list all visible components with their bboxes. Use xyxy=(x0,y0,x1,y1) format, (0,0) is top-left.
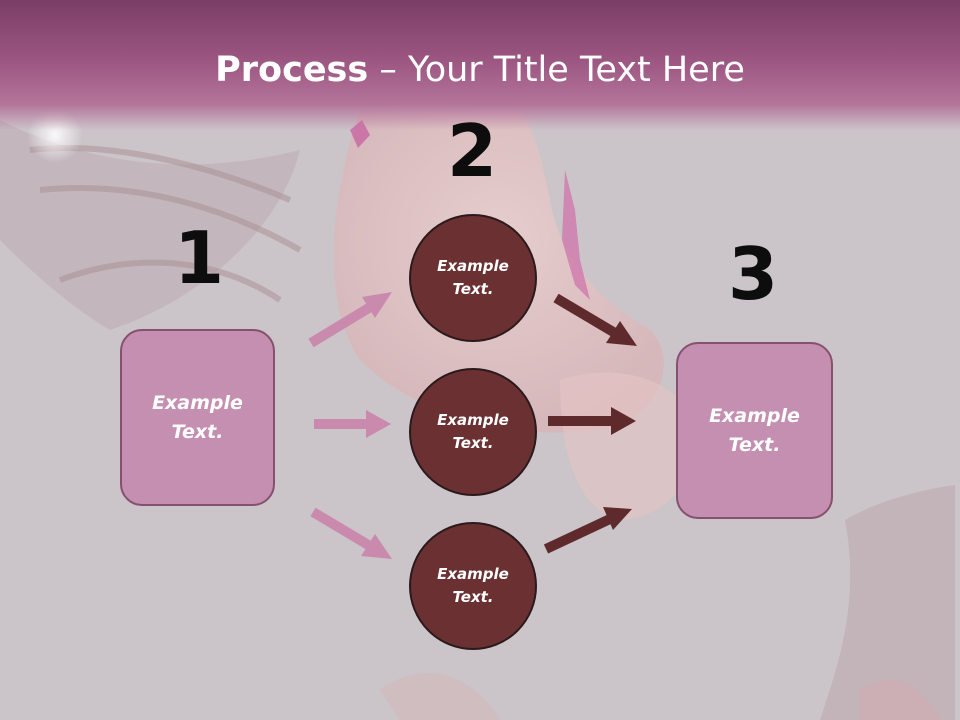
circle-bottom: Example Text. xyxy=(409,522,537,650)
step-3-label: Example Text. xyxy=(709,404,800,456)
circle-top-label: Example Text. xyxy=(437,257,509,298)
circle-bottom-label: Example Text. xyxy=(437,565,509,606)
circle-middle: Example Text. xyxy=(409,368,537,496)
arrow-1-to-bottom xyxy=(310,507,392,559)
arrow-top-to-3 xyxy=(553,293,637,346)
step-3-box: Example Text. xyxy=(676,342,833,519)
title-bold: Process xyxy=(215,50,369,90)
step-1-label: Example Text. xyxy=(152,391,243,443)
arrow-1-to-top xyxy=(308,292,392,348)
slide-title: Process – Your Title Text Here xyxy=(0,50,960,90)
arrow-1-to-middle xyxy=(314,410,391,438)
circle-middle-label: Example Text. xyxy=(437,411,509,452)
step-number-2: 2 xyxy=(446,109,498,193)
arrow-middle-to-3 xyxy=(548,407,636,435)
step-number-3: 3 xyxy=(727,232,779,316)
circle-top: Example Text. xyxy=(409,214,537,342)
title-rest: – Your Title Text Here xyxy=(368,50,745,90)
step-number-1: 1 xyxy=(173,216,225,300)
arrow-bottom-to-3 xyxy=(543,507,632,554)
step-1-box: Example Text. xyxy=(120,329,275,506)
title-bar xyxy=(0,0,960,130)
